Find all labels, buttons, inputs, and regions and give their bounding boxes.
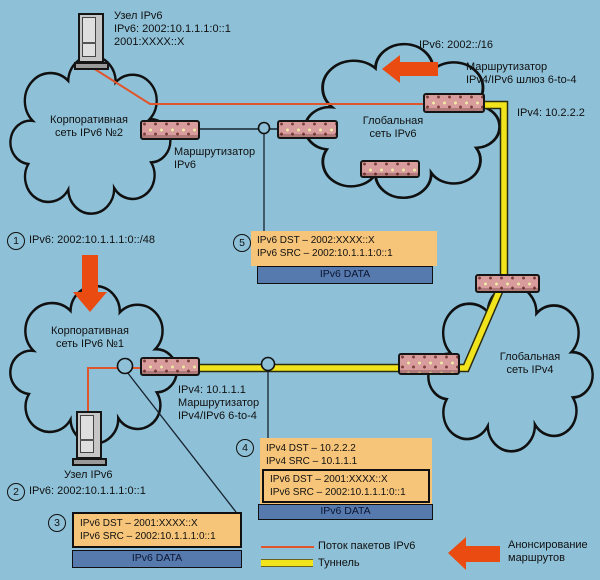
host-top-title: Узел IPv6 (114, 10, 163, 22)
cloud-global-ipv4-label: Глобальная сеть IPv4 (478, 351, 582, 377)
packet3-dst: IPv6 DST – 2001:XXXX::X (80, 518, 198, 529)
legend-flow-line-icon (261, 546, 314, 548)
host-top-label: Узел IPv6 IPv6: 2002:10.1.1.1:0::1 2001:… (114, 10, 231, 49)
cloud-corp1-line2: сеть IPv6 №1 (55, 338, 125, 350)
packet3-header: IPv6 DST – 2001:XXXX::X IPv6 SRC – 2002:… (72, 512, 242, 548)
packet5-data-bar: IPv6 DATA (257, 266, 433, 284)
cloud-corp1-line1: Корпоративная (51, 325, 129, 337)
legend-announce-arrow-icon (448, 537, 500, 570)
packet4-ipv6-src: IPv6 SRC – 2002:10.1.1.1:0::1 (270, 487, 406, 498)
router-global-ipv4-top (475, 274, 540, 293)
legend-tunnel-line-icon (261, 559, 313, 567)
router-ipv6-label-line1: Маршрутизатор (174, 146, 256, 158)
router-6to4-corp1 (140, 357, 200, 376)
host-top-addr1: IPv6: 2002:10.1.1.1:0::1 (114, 23, 231, 35)
junction-circle-tunnel (260, 356, 276, 372)
router-6to4-label: IPv4: 10.1.1.1 Маршрутизатор IPv4/IPv6 6… (178, 384, 259, 423)
packet4-number-badge: 4 (236, 439, 254, 457)
packet4-inner-ipv6: IPv6 DST – 2001:XXXX::X IPv6 SRC – 2002:… (262, 469, 430, 503)
step2-label: IPv6: 2002:10.1.1.1:0::1 (29, 485, 146, 497)
legend-announce-label: Анонсирование маршрутов (508, 539, 588, 565)
router-ipv6-label-line2: IPv6 (174, 159, 197, 171)
cloud-corp2-line1: Корпоративная (50, 114, 128, 126)
step1-label: IPv6: 2002:10.1.1.1:0::/48 (29, 234, 155, 246)
junction-circle-bottom (116, 357, 134, 375)
packet4-data-bar: IPv6 DATA (258, 504, 433, 520)
packet3-number-badge: 3 (48, 514, 66, 532)
legend-announce-line2: маршрутов (508, 552, 565, 564)
gateway-label: Маршрутизатор IPv4/IPv6 шлюз 6-to-4 (466, 61, 576, 87)
router-6to4-line3: IPv4/IPv6 6-to-4 (178, 410, 257, 422)
step2-number-badge: 2 (7, 483, 25, 501)
gateway-ip-label: IPv4: 10.2.2.2 (517, 107, 585, 119)
router-global-ipv6-left (277, 120, 338, 139)
announce-arrow-down-icon (73, 255, 107, 312)
cloud-global-ipv4-line2: сеть IPv4 (506, 364, 554, 376)
packet3-data-bar: IPv6 DATA (72, 550, 242, 568)
junction-circle-top (257, 121, 271, 135)
announce-arrow-left-icon (382, 55, 438, 83)
packet5-dst: IPv6 DST – 2002:XXXX::X (257, 235, 375, 246)
router-gateway-6to4 (423, 93, 485, 113)
packet4-ipv4-src: IPv4 SRC – 10.1.1.1 (266, 456, 358, 467)
router-6to4-line2: Маршрутизатор (178, 397, 260, 409)
cloud-global-ipv4-line1: Глобальная (499, 351, 561, 363)
cloud-corp1-label: Корпоративная сеть IPv6 №1 (32, 325, 148, 351)
cloud-global-ipv6-line1: Глобальная (362, 115, 424, 127)
gateway-label-line1: Маршрутизатор (466, 61, 548, 73)
packet3-src: IPv6 SRC – 2002:10.1.1.1:0::1 (80, 531, 216, 542)
ipv6-flow-line-top (92, 67, 424, 105)
packet5-number-badge: 5 (233, 234, 251, 252)
cloud-corp2-label: Корпоративная сеть IPv6 №2 (30, 114, 148, 140)
router-ipv6-label: Маршрутизатор IPv6 (174, 146, 255, 172)
cloud-global-ipv6-label: Глобальная сеть IPv6 (345, 115, 441, 141)
router-ipv6-corp2 (140, 120, 200, 140)
host-bottom-title: Узел IPv6 (64, 469, 113, 481)
legend-announce-line1: Анонсирование (508, 539, 588, 551)
legend-flow-label: Поток пакетов IPv6 (318, 540, 416, 552)
pointer-to-packet3 (126, 371, 237, 513)
router-global-ipv6-bottom (360, 160, 420, 178)
cloud-global-ipv6-line2: сеть IPv6 (369, 128, 417, 140)
router-6to4-ip: IPv4: 10.1.1.1 (178, 384, 246, 396)
host-top-addr2: 2001:XXXX::X (114, 36, 185, 48)
legend-tunnel-label: Туннель (318, 557, 360, 569)
packet5-header: IPv6 DST – 2002:XXXX::X IPv6 SRC – 2002:… (251, 231, 437, 266)
prefix-2002-16-label: IPv6: 2002::/16 (419, 39, 493, 51)
packet4-ipv6-dst: IPv6 DST – 2001:XXXX::X (270, 474, 388, 485)
host-ipv6-top-icon (74, 12, 110, 70)
host-ipv6-bottom-icon (72, 410, 108, 468)
router-global-ipv4-left (398, 353, 460, 375)
cloud-corp2-line2: сеть IPv6 №2 (54, 127, 124, 139)
packet4-ipv4-dst: IPv4 DST – 10.2.2.2 (266, 443, 356, 454)
gateway-label-line2: IPv4/IPv6 шлюз 6-to-4 (466, 74, 577, 86)
packet5-src: IPv6 SRC – 2002:10.1.1.1:0::1 (257, 248, 393, 259)
step1-number-badge: 1 (7, 232, 25, 250)
